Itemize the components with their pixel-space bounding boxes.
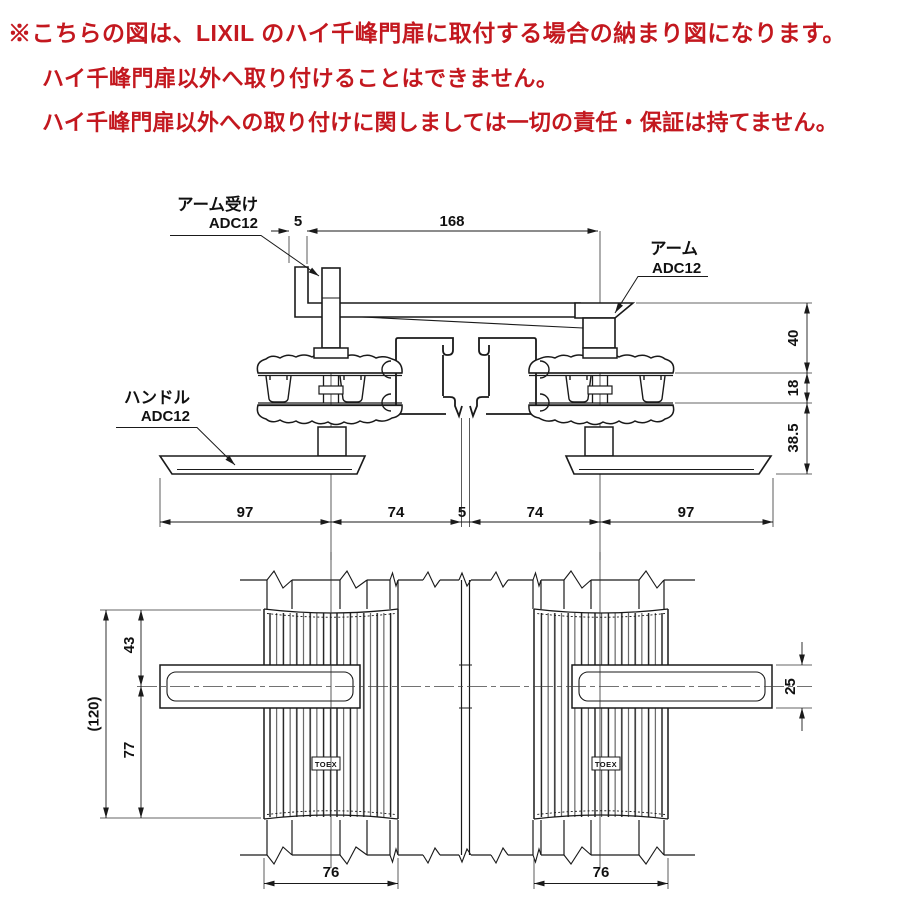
label-arm: アーム ADC12 bbox=[612, 240, 708, 315]
top-break-zigzags bbox=[266, 569, 665, 589]
dim-handle-clearance: 38.5 bbox=[785, 423, 802, 452]
dim-handle-right: 97 bbox=[678, 504, 695, 521]
frame-edge-stubs bbox=[266, 580, 665, 855]
dim-center-gap: 5 bbox=[458, 504, 466, 521]
brand-logo-right: TOEX bbox=[595, 760, 617, 769]
gap-extension-lines bbox=[461, 418, 470, 527]
label-handle: ハンドル ADC12 bbox=[116, 389, 238, 468]
brand-logo-left: TOEX bbox=[315, 760, 337, 769]
dim-grip-widths: 76 76 bbox=[263, 858, 669, 889]
dim-overall-height: (120) bbox=[86, 696, 103, 731]
notice-line-3: ハイ千峰門扉以外への取り付けに関しましては一切の責任・保証は持てません。 bbox=[42, 110, 838, 135]
left-grip-assembly bbox=[159, 347, 403, 475]
label-arm-receiver: アーム受け ADC12 bbox=[170, 194, 321, 279]
dim-bar-height-text: 25 bbox=[782, 678, 799, 695]
dim-right-chain: 40 18 38.5 bbox=[636, 302, 812, 475]
dim-bar-height: 25 bbox=[776, 642, 812, 731]
receiver-bolt bbox=[321, 267, 341, 349]
arm-taper-line bbox=[361, 316, 584, 329]
dim-arm-length: 168 bbox=[439, 213, 464, 230]
dim-below-center: 77 bbox=[121, 742, 138, 759]
bottom-break-zigzags bbox=[266, 846, 665, 866]
arm-casting bbox=[574, 302, 636, 319]
notice-line-2: ハイ千峰門扉以外へ取り付けることはできません。 bbox=[42, 66, 559, 91]
arm-post bbox=[582, 317, 616, 349]
arm-name: アーム bbox=[650, 240, 698, 258]
right-grip-assembly bbox=[528, 347, 772, 475]
handle-material: ADC12 bbox=[141, 408, 190, 425]
door-gap-lines bbox=[460, 580, 471, 855]
gap-ticks bbox=[459, 664, 472, 709]
dim-right-span: 74 bbox=[527, 504, 544, 521]
dim-grip-width-left: 76 bbox=[323, 864, 340, 881]
dim-above-center: 43 bbox=[121, 637, 138, 654]
right-grip-front bbox=[533, 608, 773, 820]
dim-front-left: (120) 43 77 bbox=[86, 609, 261, 819]
vertical-centerlines bbox=[330, 552, 601, 868]
dim-bracket-offset: 5 bbox=[294, 213, 302, 230]
arm-receiver-material: ADC12 bbox=[209, 215, 258, 232]
door-frame-profiles bbox=[395, 337, 537, 419]
dim-left-span: 74 bbox=[388, 504, 405, 521]
side-section-view: 5 168 40 18 38.5 bbox=[116, 194, 812, 560]
dim-top: 5 168 bbox=[271, 213, 598, 264]
arm-receiver-name: アーム受け bbox=[177, 194, 258, 214]
dim-grip-width-right: 76 bbox=[593, 864, 610, 881]
grip-plate-hooks bbox=[381, 360, 550, 412]
arm-material: ADC12 bbox=[652, 260, 701, 277]
notice-line-1: ※こちらの図は、LIXIL のハイ千峰門扉に取付する場合の納まり図になります。 bbox=[8, 20, 846, 46]
left-grip-front bbox=[159, 608, 399, 820]
dim-arm-height: 40 bbox=[785, 330, 802, 347]
dim-bottom-chain: 97 74 5 74 97 bbox=[159, 478, 774, 527]
front-view: TOEX TOEX (120) 43 77 bbox=[86, 552, 812, 889]
dim-handle-left: 97 bbox=[237, 504, 254, 521]
handle-name: ハンドル bbox=[124, 389, 191, 407]
dim-grip-thickness: 18 bbox=[785, 380, 802, 397]
